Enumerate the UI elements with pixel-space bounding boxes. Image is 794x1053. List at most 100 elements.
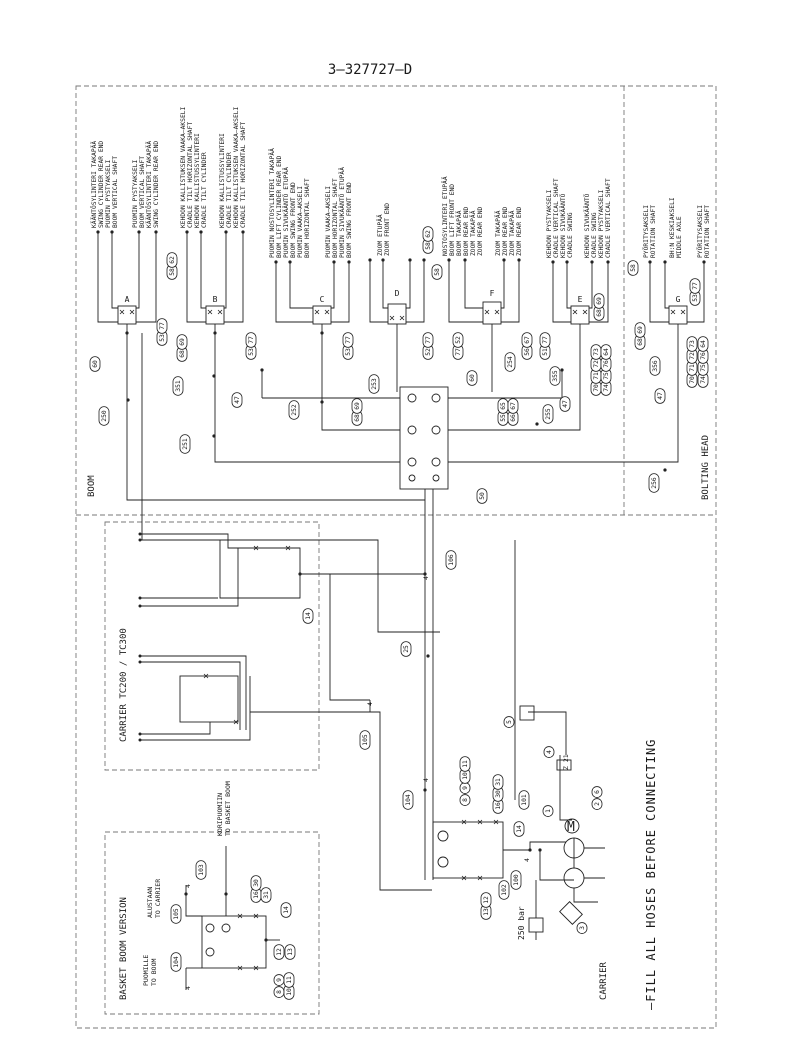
callout-number: 69 — [596, 297, 603, 305]
line-mark-4-a: 4 — [422, 576, 430, 580]
callout-number: 68 — [596, 309, 603, 317]
group-e-text-5: KEHDON SIVUKÄÄNTÖ — [582, 193, 591, 258]
callout-number: 52 — [425, 348, 432, 356]
group-f-text-10: ZOOM REAR END — [516, 207, 523, 256]
callout-c47a: 47 — [231, 392, 243, 408]
callout-number: 58 — [169, 268, 176, 276]
cylinder-group-g: G PYÖRITYSAKSELI ROTATION SHAFT BH:N KES… — [641, 197, 711, 333]
callout-number: 67 — [524, 336, 531, 344]
group-f-text-3: BOOM TAKAPÄÄ — [454, 210, 463, 256]
callout-number: 72 — [689, 352, 696, 360]
callout-number: 74 — [603, 384, 610, 392]
callout-number: 30 — [253, 879, 260, 887]
callout-c68c: 68 — [593, 305, 605, 321]
callout-c77f: 77 — [539, 332, 551, 348]
group-b-text-6: CRADLE TILT CYLINDER — [226, 152, 233, 228]
callout-bubble — [452, 332, 464, 348]
callout-c251: 251 — [179, 434, 191, 454]
callout-bubble — [351, 398, 363, 414]
group-c-text-2: BOOM LIFT CYLINDER REAR END — [276, 155, 283, 258]
callout-number: 77 — [345, 336, 352, 344]
callout-number: 72 — [593, 360, 600, 368]
callout-bubble — [507, 398, 519, 414]
callout-c14c: 14 — [280, 902, 292, 918]
basket-boom-section-label: BASKET BOOM VERSION — [119, 897, 129, 1000]
callout-number: 64 — [700, 340, 707, 348]
line-mark-4-b: 4 — [366, 702, 374, 706]
callout-bubble — [302, 608, 314, 624]
group-a-text-1: KÄÄNTÖSYLINTERI TAKAPÄÄ — [89, 141, 98, 228]
callout-number: 6 — [594, 790, 601, 794]
group-g-text-6: ROTATION SHAFT — [704, 205, 711, 258]
callout-number: 69 — [637, 326, 644, 334]
callout-number: 47 — [234, 396, 241, 404]
callout-bubble — [634, 322, 646, 338]
callout-number: 14 — [283, 906, 290, 914]
callout-c355: 355 — [549, 366, 561, 386]
callout-c65: 65 — [497, 398, 509, 414]
callout-number: 8 — [462, 798, 469, 802]
callout-c9: 9 — [459, 782, 471, 794]
callout-bubble — [342, 332, 354, 348]
callout-c47b: 47 — [559, 396, 571, 412]
group-b-text-7: KEHDON KALLISTUKSEN VAAKA—AKSELI — [233, 106, 240, 228]
group-g-text-3: BH:N KESKIAKSELI — [669, 197, 676, 258]
callout-bubble — [459, 794, 471, 806]
callout-c77d: 77 — [422, 332, 434, 348]
callout-number: 58 — [630, 264, 637, 272]
callout-number: 16 — [495, 802, 502, 810]
callout-number: 31 — [495, 778, 502, 786]
group-d-text-2: ZOOM FRONT END — [384, 203, 391, 256]
callout-c77a: 77 — [156, 318, 168, 334]
callout-c256: 256 — [648, 473, 660, 493]
group-e-text-8: CRADLE VERTICAL SHAFT — [605, 178, 612, 258]
callout-number: 2 — [594, 802, 601, 806]
callout-number: 77 — [455, 348, 462, 356]
callout-c12b: 12 — [273, 944, 285, 960]
group-a-text-8: SWING CYLINDER REAR END — [153, 141, 160, 228]
callout-number: 58 — [425, 242, 432, 250]
group-a-text-5: PUOMIN PYSTYAKSELI — [132, 160, 139, 228]
callout-bubble — [245, 332, 257, 348]
callout-number: 356 — [652, 360, 659, 372]
callout-c254: 254 — [504, 352, 516, 372]
callout-c102: 102 — [498, 880, 510, 900]
basket-label-to-basket-boom: TO BASKET BOOM — [224, 781, 232, 836]
callout-number: 70 — [593, 384, 600, 392]
callout-c8b: 8 — [273, 986, 285, 998]
callout-bubble — [400, 641, 412, 657]
cylinder-group-d: D ZOOM ETUPÄÄ ZOOM FRONT END — [368, 203, 426, 333]
callout-bubble — [250, 875, 262, 891]
callout-number: 355 — [552, 370, 559, 382]
group-a-label: A — [125, 295, 130, 304]
group-b-label: B — [213, 295, 218, 304]
callout-number: 53 — [345, 348, 352, 356]
callout-bubble — [559, 396, 571, 412]
callout-bubble — [518, 790, 530, 810]
callout-bubble — [459, 756, 471, 772]
callout-number: 68 — [179, 350, 186, 358]
callout-bubble — [284, 944, 296, 960]
callout-number: 16 — [253, 891, 260, 899]
callout-c69c: 69 — [593, 293, 605, 309]
callout-bubble — [542, 805, 554, 817]
callout-number: 101 — [521, 794, 528, 806]
callout-number: 62 — [169, 256, 176, 264]
callout-bubble — [431, 264, 443, 280]
callout-c25: 25 — [400, 641, 412, 657]
callout-c105b: 105 — [170, 904, 182, 924]
callout-number: 255 — [545, 408, 552, 420]
callout-bubble — [89, 356, 101, 372]
callout-c64b: 64 — [697, 336, 709, 352]
callout-number: 68 — [637, 338, 644, 346]
callout-c69a: 69 — [176, 334, 188, 350]
callout-bubble — [510, 870, 522, 890]
group-e-text-3: KEHDON SIVUKÄÄNTÖ — [558, 193, 567, 258]
callout-number: 60 — [92, 360, 99, 368]
callout-c14a: 14 — [302, 608, 314, 624]
callout-bubble — [476, 488, 488, 504]
callout-c31: 31 — [492, 774, 504, 790]
callout-c30b: 30 — [250, 875, 262, 891]
callout-bubble — [480, 892, 492, 908]
